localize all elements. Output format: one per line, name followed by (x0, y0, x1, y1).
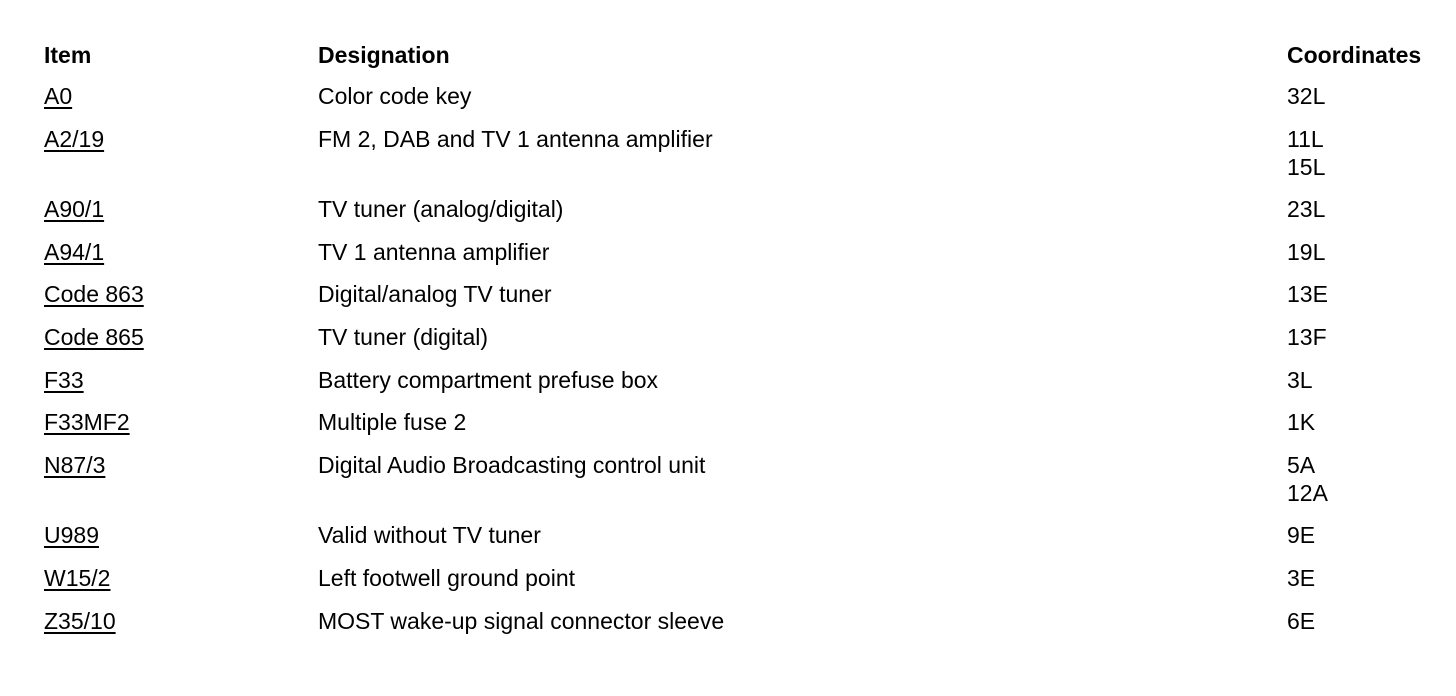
header-item: Item (44, 42, 92, 68)
table-row: F33 Battery compartment prefuse box 3L (44, 366, 1444, 394)
item-link[interactable]: A90/1 (44, 196, 105, 223)
table-row: A90/1 TV tuner (analog/digital) 23L (44, 195, 1444, 223)
coordinate-value: 13F (1287, 323, 1327, 350)
coordinates-cell: 13F (1287, 323, 1327, 351)
table-row: F33MF2 Multiple fuse 2 1K (44, 408, 1444, 436)
coordinate-value: 12A (1287, 479, 1328, 506)
designation-text: TV tuner (digital) (318, 323, 489, 350)
item-link[interactable]: W15/2 (44, 564, 111, 591)
designation-text: TV tuner (analog/digital) (318, 196, 564, 223)
table-row: N87/3 Digital Audio Broadcasting control … (44, 451, 1444, 507)
item-link[interactable]: U989 (44, 522, 99, 549)
coordinate-value: 3E (1287, 564, 1316, 591)
coordinate-value: 11L (1287, 125, 1324, 152)
table-header: Item Designation Coordinates (44, 40, 1444, 70)
designation-text: FM 2, DAB and TV 1 antenna amplifier (318, 125, 713, 152)
item-link[interactable]: F33 (44, 366, 84, 393)
item-link[interactable]: Code 865 (44, 323, 144, 350)
coordinate-value: 13E (1287, 281, 1328, 308)
coordinates-cell: 32L (1287, 82, 1325, 110)
item-link[interactable]: Z35/10 (44, 607, 116, 634)
item-link[interactable]: F33MF2 (44, 409, 130, 436)
coordinate-value: 19L (1287, 238, 1326, 265)
table-row: U989 Valid without TV tuner 9E (44, 521, 1444, 549)
header-designation: Designation (318, 42, 450, 68)
table-row: W15/2 Left footwell ground point 3E (44, 564, 1444, 592)
coordinate-value: 9E (1287, 522, 1316, 549)
table-row: Code 865 TV tuner (digital) 13F (44, 323, 1444, 351)
item-link[interactable]: A94/1 (44, 238, 105, 265)
coordinates-cell: 6E (1287, 607, 1315, 635)
coordinates-cell: 1K (1287, 408, 1315, 436)
table-row: A2/19 FM 2, DAB and TV 1 antenna amplifie… (44, 125, 1444, 181)
designation-text: Valid without TV tuner (318, 522, 541, 549)
item-link[interactable]: Code 863 (44, 281, 144, 308)
designation-text: Left footwell ground point (318, 564, 576, 591)
designation-text: Multiple fuse 2 (318, 409, 467, 436)
item-link[interactable]: A0 (44, 83, 73, 109)
coordinate-value: 15L (1287, 153, 1326, 180)
coordinate-value: 1K (1287, 409, 1316, 436)
item-link[interactable]: N87/3 (44, 451, 106, 478)
coordinate-value: 23L (1287, 196, 1326, 223)
designation-text: TV 1 antenna amplifier (318, 238, 550, 265)
designation-text: Color code key (318, 83, 472, 109)
designation-text: Digital/analog TV tuner (318, 281, 552, 308)
designation-text: Digital Audio Broadcasting control unit (318, 451, 706, 478)
coordinates-cell: 3E (1287, 564, 1315, 592)
table-row: A0 Color code key 32L (44, 82, 1444, 110)
header-coordinates: Coordinates (1287, 42, 1422, 68)
designation-text: Battery compartment prefuse box (318, 366, 659, 393)
coordinate-value: 32L (1287, 83, 1326, 109)
table-row: Code 863 Digital/analog TV tuner 13E (44, 280, 1444, 308)
coordinate-value: 3L (1287, 366, 1313, 393)
coordinates-cell: 23L (1287, 195, 1325, 223)
table-row: A94/1 TV 1 antenna amplifier 19L (44, 238, 1444, 266)
coordinate-value: 6E (1287, 607, 1316, 634)
coordinates-cell: 19L (1287, 238, 1325, 266)
designation-text: MOST wake-up signal connector sleeve (318, 607, 725, 634)
coordinates-cell: 9E (1287, 521, 1315, 549)
item-link[interactable]: A2/19 (44, 125, 105, 152)
component-legend-table: Item Designation Coordinates A0 Color cod… (44, 40, 1444, 635)
table-row: Z35/10 MOST wake-up signal connector slee… (44, 607, 1444, 635)
coordinates-cell: 13E (1287, 280, 1328, 308)
coordinates-cell: 3L (1287, 366, 1313, 394)
coordinate-value: 5A (1287, 451, 1316, 478)
table-body: A0 Color code key 32L A2/19 FM 2, DAB and TV… (44, 82, 1444, 635)
